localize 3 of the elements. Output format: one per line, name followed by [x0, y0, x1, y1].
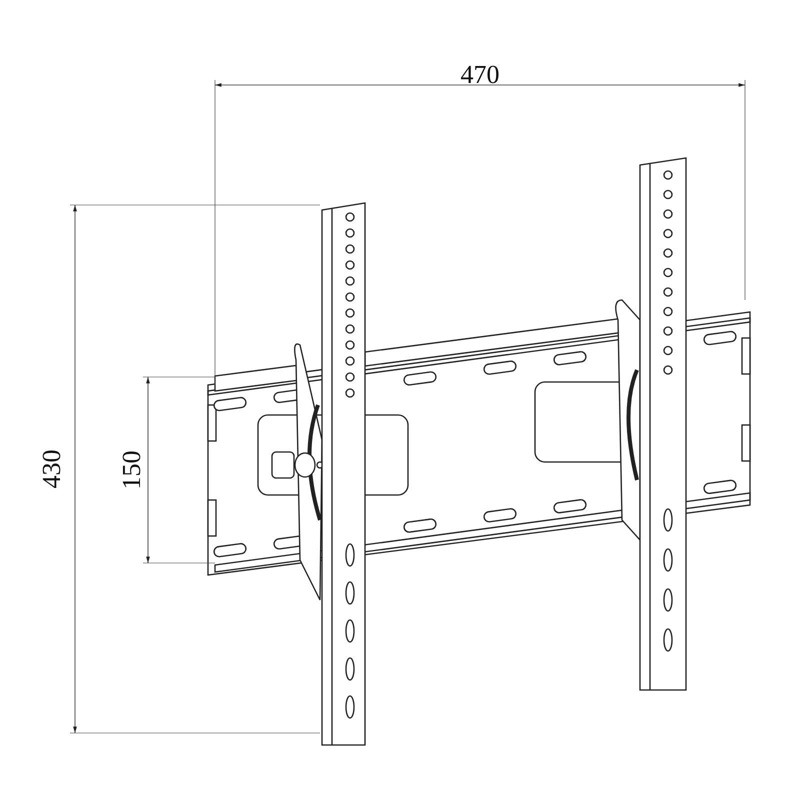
- dimension-label: 430: [39, 450, 65, 488]
- dimension-label: 150: [119, 450, 145, 490]
- dimension-label: 470: [460, 62, 500, 88]
